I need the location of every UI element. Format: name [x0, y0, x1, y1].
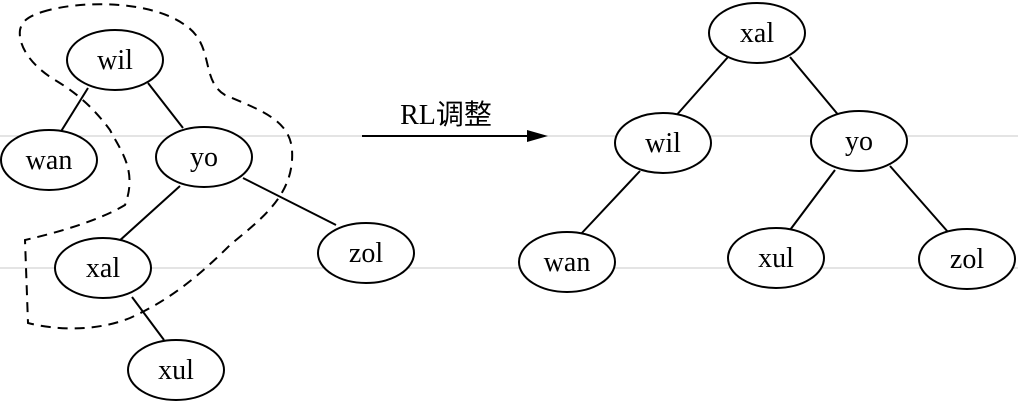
arrow-head [527, 130, 548, 142]
after-node-wil: wil [614, 112, 712, 174]
before-node-xul: xul [127, 339, 225, 401]
before-node-wan-label: wan [26, 145, 73, 176]
rl-adjust-arrow: RL调整 [362, 99, 548, 142]
after-node-wan: wan [518, 231, 616, 293]
edge-xal-yo [789, 56, 841, 118]
edge-yo-xal [117, 185, 181, 243]
after-node-xul-label: xul [758, 243, 794, 274]
edge-yo-xul [789, 169, 836, 231]
edge-wil-yo [147, 82, 184, 129]
operation-label: RL调整 [400, 99, 492, 131]
before-node-yo-label: yo [190, 142, 218, 173]
before-node-zol: zol [317, 222, 415, 284]
before-node-yo: yo [155, 126, 253, 188]
after-node-zol: zol [918, 228, 1016, 290]
before-node-wil-label: wil [97, 45, 133, 76]
after-node-xal-label: xal [740, 18, 774, 49]
after-node-zol-label: zol [950, 244, 984, 275]
after-node-yo: yo [810, 110, 908, 172]
after-tree-edges [579, 56, 949, 236]
after-node-wan-label: wan [544, 247, 591, 278]
after-node-yo-label: yo [845, 126, 873, 157]
edge-yo-zol [889, 165, 949, 233]
before-node-zol-label: zol [349, 238, 383, 269]
before-node-wan: wan [0, 129, 98, 191]
after-node-xul: xul [727, 227, 825, 289]
edge-wil-wan [59, 87, 89, 134]
after-node-xal: xal [708, 2, 806, 64]
edge-xal-xul [131, 296, 165, 341]
before-node-xal: xal [54, 237, 152, 299]
before-node-xal-label: xal [86, 253, 120, 284]
after-node-wil-label: wil [645, 128, 681, 159]
edge-wil-wan [579, 170, 641, 236]
before-node-xul-label: xul [158, 355, 194, 386]
rotation-region-outline [18, 3, 294, 330]
before-tree-edges [59, 82, 337, 341]
edge-yo-zol [242, 177, 337, 226]
edge-xal-wil [673, 56, 729, 119]
before-node-wil: wil [66, 29, 164, 91]
